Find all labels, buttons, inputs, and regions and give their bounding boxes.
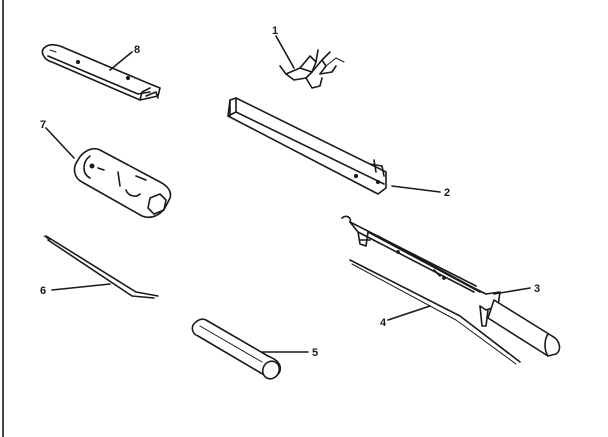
callout-4: 4 — [380, 317, 387, 329]
leader-3 — [493, 287, 531, 295]
leader-8 — [109, 51, 133, 71]
leader-1 — [275, 35, 295, 69]
part-7-box-wrench — [73, 147, 172, 219]
callout-3: 3 — [534, 283, 540, 295]
leader-2 — [391, 185, 441, 193]
callout-7: 7 — [40, 119, 46, 131]
callout-6: 6 — [40, 285, 46, 297]
part-5-cylinder — [191, 318, 282, 380]
callout-8: 8 — [134, 44, 140, 56]
part-1-clip — [279, 49, 345, 89]
part-6-rod — [43, 235, 159, 299]
callout-1: 1 — [272, 25, 278, 37]
callout-5: 5 — [312, 347, 318, 359]
leader-4 — [387, 305, 431, 321]
part-3-burner-assembly — [341, 215, 561, 357]
part-4-wire — [349, 259, 521, 365]
part-2-bracket — [227, 97, 387, 195]
callout-2: 2 — [444, 187, 450, 199]
part-8-flat-wrench — [41, 43, 161, 101]
leader-7 — [45, 127, 75, 159]
leader-6 — [51, 283, 111, 291]
